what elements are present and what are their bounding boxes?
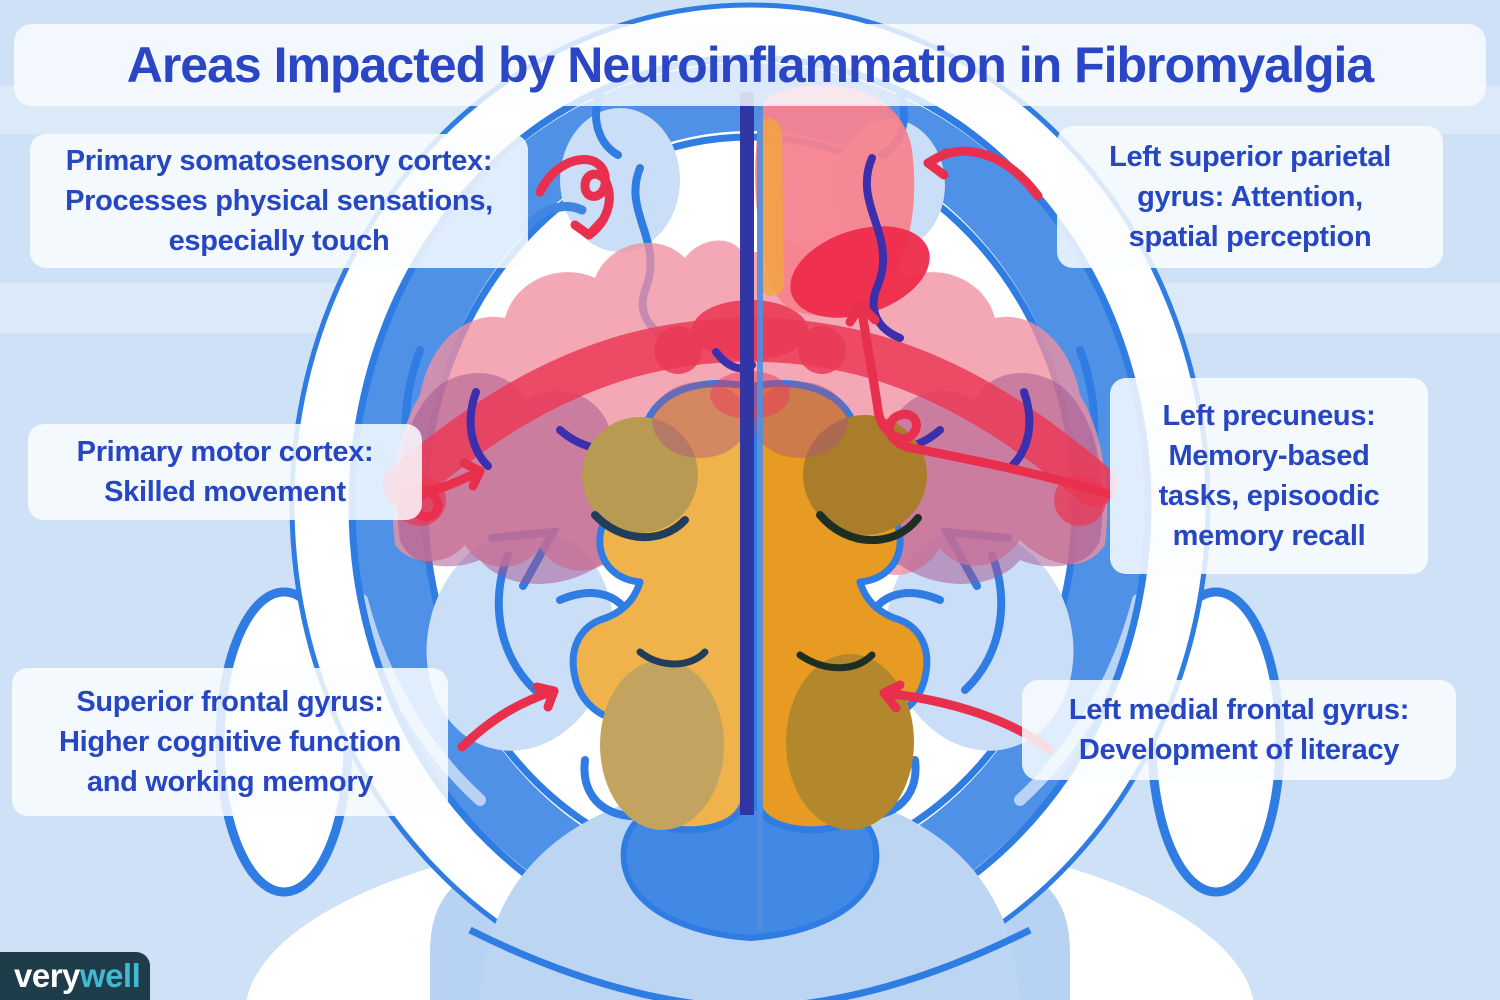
label-primary-somatosensory-cortex: Primary somatosensory cortex: Processes … xyxy=(30,134,528,268)
label-line: gyrus: Attention, xyxy=(1137,180,1363,213)
label-line: Primary motor cortex: xyxy=(76,435,374,468)
label-line: Higher cognitive function xyxy=(58,725,402,758)
label-line: Development of literacy xyxy=(1078,734,1400,766)
label-left-superior-parietal-gyrus: Left superior parietal gyrus: Attention,… xyxy=(1057,126,1443,268)
parietal-arrow xyxy=(923,146,1043,201)
label-line: spatial perception xyxy=(1128,221,1372,253)
logo-text-well: well xyxy=(79,957,141,994)
somatosensory-arrow xyxy=(519,155,614,240)
label-left-medial-frontal-gyrus: Left medial frontal gyrus: Development o… xyxy=(1022,680,1456,780)
logo-text-very: very xyxy=(14,957,80,994)
label-line: Left superior parietal xyxy=(1109,140,1391,173)
label-superior-frontal-gyrus: Superior frontal gyrus: Higher cognitive… xyxy=(12,668,448,816)
label-line: Left medial frontal gyrus: xyxy=(1068,693,1410,726)
label-line: memory recall xyxy=(1172,520,1366,553)
label-line: and working memory xyxy=(86,766,374,798)
superior-frontal-arrow xyxy=(457,682,559,752)
label-line: Superior frontal gyrus: xyxy=(76,685,384,718)
label-line: especially touch xyxy=(168,225,390,257)
label-line: Memory-based xyxy=(1168,439,1370,472)
precuneus-arrow xyxy=(845,300,1113,499)
label-line: Primary somatosensory cortex: xyxy=(65,144,493,177)
parietal-pink-blob xyxy=(755,84,930,318)
label-line: tasks, episoodic xyxy=(1158,480,1380,512)
brain-midline xyxy=(740,92,763,930)
label-left-precuneus: Left precuneus: Memory-based tasks, epis… xyxy=(1110,378,1428,574)
label-line: Skilled movement xyxy=(104,476,346,508)
label-line: Processes physical sensations, xyxy=(65,184,493,217)
label-line: Left precuneus: xyxy=(1162,399,1376,432)
label-primary-motor-cortex: Primary motor cortex: Skilled movement xyxy=(28,424,422,520)
central-orange-structures xyxy=(569,371,931,834)
page-title: Areas Impacted by Neuroinflammation in F… xyxy=(14,24,1486,106)
